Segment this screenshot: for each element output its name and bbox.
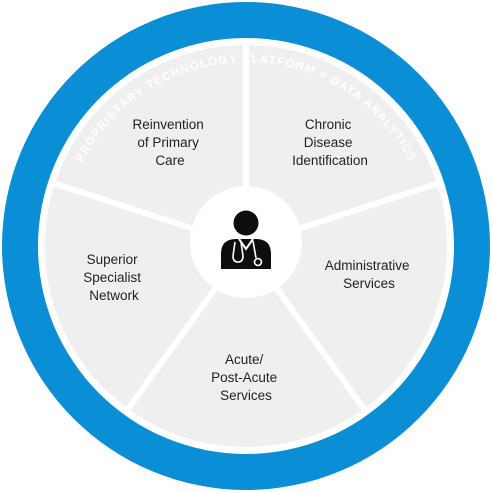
doctor-body bbox=[221, 239, 271, 269]
segment-line: Services bbox=[220, 388, 272, 403]
segment-line: Specialist bbox=[83, 270, 141, 285]
segment-label-primary-care: Reinvention of Primary Care bbox=[132, 117, 207, 168]
segment-line: Care bbox=[155, 153, 184, 168]
segment-line: Reinvention bbox=[132, 117, 203, 132]
segment-line: Post-Acute bbox=[211, 370, 277, 385]
doctor-head bbox=[233, 210, 259, 236]
segment-line: Disease bbox=[304, 135, 353, 150]
segment-label-administrative: Administrative Services bbox=[325, 258, 414, 291]
stethoscope-icon bbox=[232, 241, 244, 263]
segment-line: Administrative bbox=[325, 258, 410, 273]
segment-line: Chronic bbox=[305, 117, 352, 132]
segment-label-acute-care: Acute/ Post-Acute Services bbox=[211, 352, 281, 403]
segment-label-chronic-disease: Chronic Disease Identification bbox=[292, 117, 368, 168]
segment-label-specialist-network: Superior Specialist Network bbox=[83, 252, 145, 303]
stethoscope-bell bbox=[253, 257, 263, 267]
segment-line: of Primary bbox=[137, 135, 199, 150]
segment-line: Superior bbox=[87, 252, 139, 267]
doctor-icon bbox=[221, 210, 271, 269]
segment-line: Identification bbox=[292, 153, 368, 168]
segment-line: Services bbox=[343, 276, 395, 291]
segment-line: Acute/ bbox=[225, 352, 264, 367]
stethoscope-tube bbox=[252, 240, 257, 259]
segment-line: Network bbox=[89, 288, 139, 303]
